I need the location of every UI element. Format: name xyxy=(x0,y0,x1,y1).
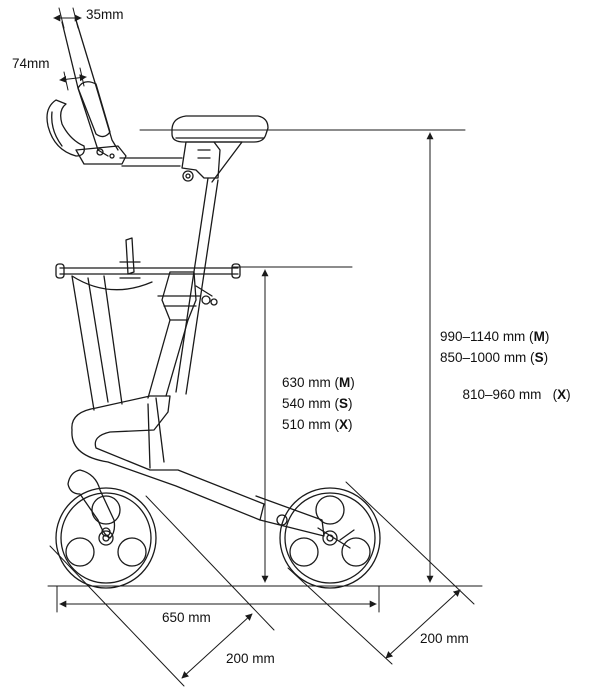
rear-diag-arrow xyxy=(385,589,461,659)
mid-handlebar xyxy=(59,267,239,275)
seat-pad xyxy=(171,115,269,143)
seat-mount xyxy=(181,141,221,179)
seat-height-x: 510 mm (X) xyxy=(282,417,353,432)
rear-wheel xyxy=(279,487,381,589)
total-height-m: 990–1140 mm (M) xyxy=(440,329,550,344)
seat-height-m: 630 mm (M) xyxy=(282,375,355,390)
rear-diag-ext-2 xyxy=(345,481,475,605)
handle-bracket xyxy=(75,145,127,165)
front-diag-arrow xyxy=(181,613,253,679)
basket xyxy=(71,275,153,411)
grip-depth-arrow xyxy=(59,74,87,83)
total-height-s: 850–1000 mm (S) xyxy=(440,350,549,365)
upper-bar xyxy=(119,157,183,167)
brake-lever xyxy=(46,99,85,157)
grip-depth-ext-1 xyxy=(63,71,69,91)
handle-grip xyxy=(77,81,111,138)
front-wheel xyxy=(55,487,157,589)
dimension-lines xyxy=(47,7,483,687)
rear-diagonal-label: 200 mm xyxy=(420,631,469,646)
front-diagonal-label: 200 mm xyxy=(226,651,275,666)
rear-arm xyxy=(255,495,325,537)
base-frame xyxy=(71,395,265,521)
grip-depth-label: 74mm xyxy=(12,56,50,71)
seat-height-s: 540 mm (S) xyxy=(282,396,353,411)
length-label: 650 mm xyxy=(162,610,211,625)
rear-diag-ext-1 xyxy=(287,567,393,665)
mid-lever xyxy=(125,237,135,275)
total-height-x: 810–960 mm (X) xyxy=(462,387,571,402)
rollator xyxy=(46,19,381,589)
grip-width-label: 35mm xyxy=(86,7,124,22)
front-diag-ext-1 xyxy=(49,545,185,687)
frame-tube xyxy=(175,177,219,395)
front-diag-ext-2 xyxy=(145,495,275,631)
